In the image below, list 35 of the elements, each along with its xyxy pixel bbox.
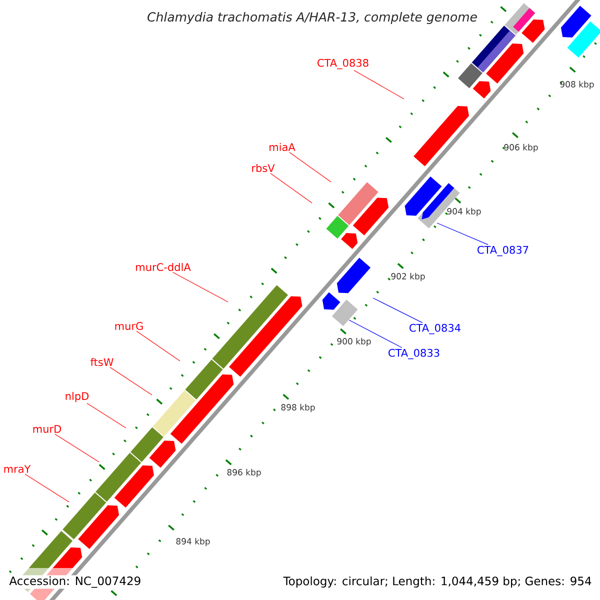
- leader-line: [110, 366, 152, 396]
- gene-label: CTA_0837: [478, 246, 528, 256]
- gene-label: murD: [33, 425, 62, 433]
- leader-line: [436, 222, 488, 245]
- tick-label: 902 kbp: [391, 272, 425, 282]
- gene-label: murC-ddlA: [136, 262, 191, 272]
- gene-label: murG: [115, 322, 143, 330]
- leader-line: [354, 70, 404, 100]
- leader-line: [289, 152, 332, 182]
- leader-line: [136, 330, 180, 362]
- gene-label: CTA_0834: [410, 324, 460, 334]
- leader-line: [348, 320, 402, 348]
- leader-line: [54, 434, 100, 462]
- tick-label: 896 kbp: [227, 468, 261, 478]
- title: Chlamydia trachomatis A/HAR-13, complete genome: [148, 12, 477, 24]
- accession-text: Accession: NC_007429: [8, 575, 142, 589]
- leader-line: [172, 272, 228, 302]
- leader-line: [372, 298, 423, 323]
- gene-label: CTA_0833: [388, 348, 440, 360]
- tick-label: 894 kbp: [176, 538, 210, 546]
- leader-line: [24, 474, 70, 502]
- tick-label: 908 kbp: [560, 80, 594, 90]
- gene-label: mraY: [4, 465, 31, 473]
- genome-info-text: Topology: circular; Length: 1,044,459 bp; Genes: 954: [282, 575, 593, 589]
- tick-label: 898 kbp: [281, 404, 315, 412]
- gene-label: ftsW: [90, 358, 114, 366]
- tick-label: 900 kbp: [337, 338, 371, 346]
- gene-label: nlpD: [66, 392, 89, 402]
- gene-label: rbsV: [252, 164, 275, 172]
- gene-label: miaA: [270, 142, 296, 152]
- tick-label: 906 kbp: [504, 144, 538, 152]
- leader-line: [270, 172, 312, 204]
- tick-label: 904 kbp: [447, 208, 481, 216]
- gene-label: CTA_0838: [318, 58, 368, 70]
- leader-line: [86, 402, 126, 428]
